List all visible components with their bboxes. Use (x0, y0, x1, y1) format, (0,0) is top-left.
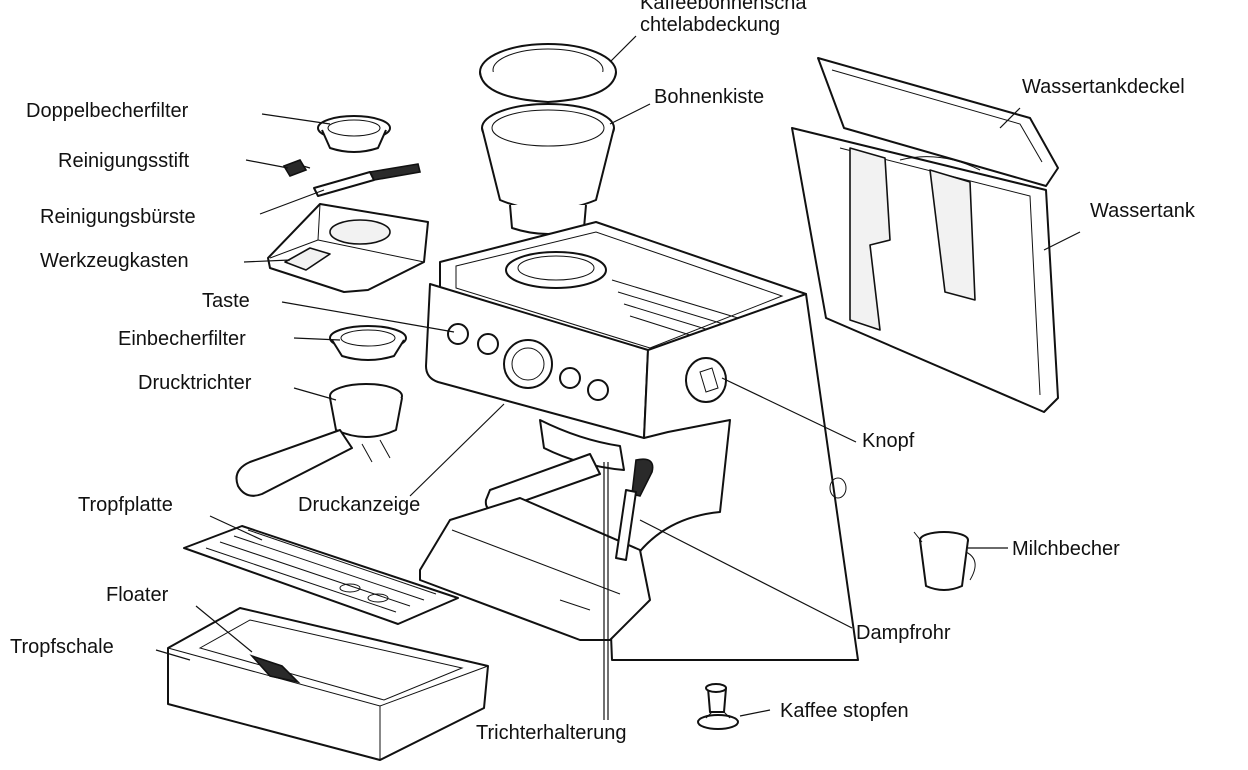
label-cleaning-pin: Reinigungsstift (58, 150, 190, 172)
label-bean-hopper-lid-line1: Kaffeebohnenscha (640, 0, 807, 14)
label-single-cup-filter: Einbecherfilter (118, 328, 246, 350)
drip-plate-part (183, 525, 459, 625)
label-bean-box: Bohnenkiste (654, 86, 765, 108)
cleaning-pin-part (282, 159, 311, 177)
label-tool-box: Werkzeugkasten (40, 250, 189, 272)
label-knob: Knopf (862, 430, 915, 452)
cleaning-brush-part (313, 163, 421, 197)
label-portafilter: Drucktrichter (138, 372, 252, 394)
tamper-part (697, 683, 739, 730)
label-tamper: Kaffee stopfen (780, 700, 909, 722)
tool-box-part (267, 203, 429, 293)
water-tank-lid-part (817, 57, 1059, 187)
label-cleaning-brush: Reinigungsbürste (40, 206, 196, 228)
drip-tray-part (167, 607, 489, 761)
water-tank-part (791, 127, 1059, 413)
label-button: Taste (202, 290, 250, 312)
leader-lines (155, 35, 1081, 720)
bean-box-part (481, 103, 615, 235)
label-water-tank: Wassertank (1090, 200, 1195, 222)
label-steam-wand: Dampfrohr (856, 622, 951, 644)
label-milk-cup: Milchbecher (1012, 538, 1120, 560)
label-bean-hopper-lid: Kaffeebohnenscha chtelabdeckung (640, 0, 806, 36)
label-double-cup-filter: Doppelbecherfilter (26, 100, 189, 122)
double-cup-filter-part (317, 115, 391, 153)
single-cup-filter-part (329, 325, 407, 361)
label-bean-hopper-lid-line2: chtelabdeckung (640, 14, 781, 36)
label-funnel-holder: Trichterhalterung (476, 722, 627, 744)
milk-cup-part (913, 531, 976, 591)
bean-hopper-lid-part (479, 43, 617, 103)
label-drip-plate: Tropfplatte (78, 494, 173, 516)
label-floater: Floater (106, 584, 169, 606)
label-drip-tray: Tropfschale (10, 636, 114, 658)
portafilter-part (235, 383, 403, 497)
machine-body-part (419, 221, 859, 661)
label-pressure-gauge: Druckanzeige (298, 494, 421, 516)
label-water-tank-lid: Wassertankdeckel (1022, 76, 1185, 98)
